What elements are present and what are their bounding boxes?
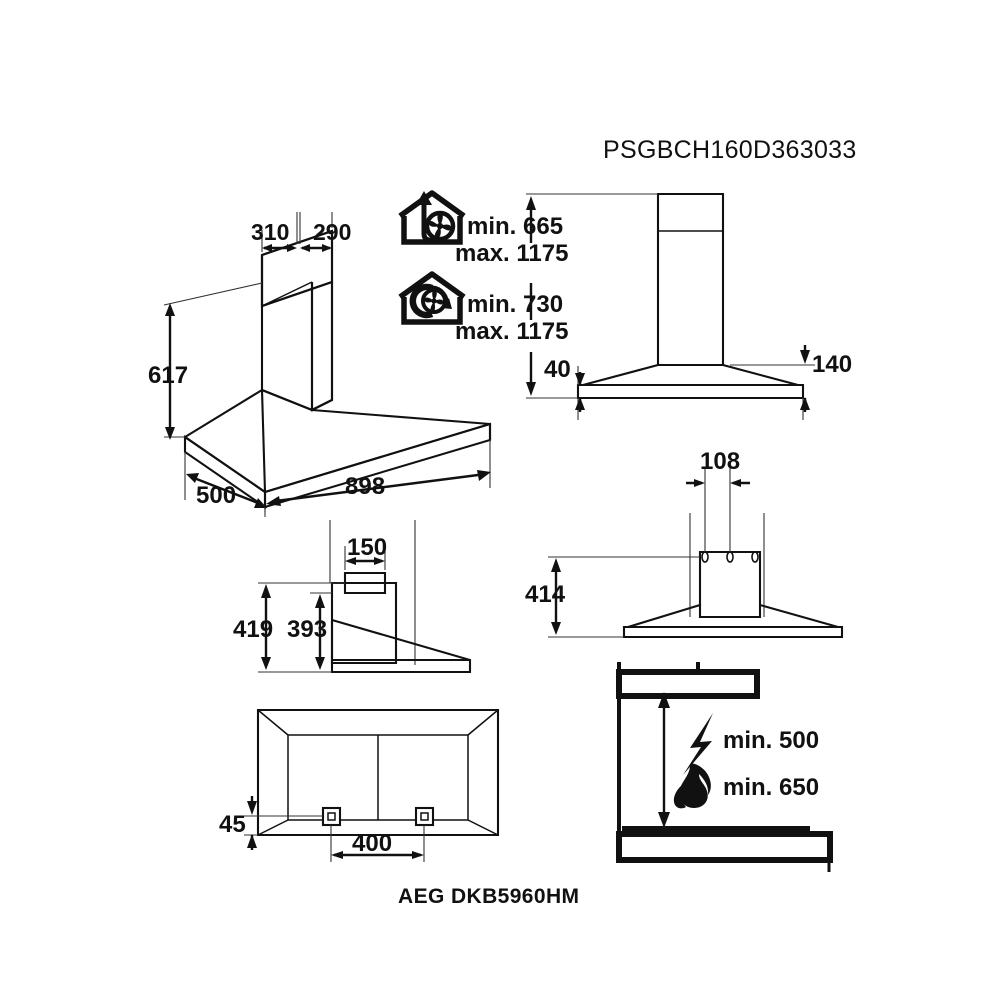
bottom-mount-hole-right (420, 812, 429, 821)
ducted-max-label: max. 1175 (455, 240, 568, 267)
flame-icon (673, 763, 711, 809)
dim-label-chimney-top-depth: 290 (313, 219, 351, 245)
drawing-code-label: PSGBCH160D363033 (603, 136, 857, 164)
clearance-gas-label: min. 650 (723, 774, 819, 801)
arrow-45-top (247, 801, 257, 815)
arrow-290-right (322, 244, 332, 252)
isometric-perspective-view: 310 290 617 500 898 (148, 212, 492, 517)
arrow-419-top (261, 584, 271, 598)
arrow-clearance-top (658, 692, 670, 708)
ext-line-617 (163, 282, 263, 438)
arrow-150-right (374, 557, 385, 565)
wallmount-chimney-guides (689, 513, 765, 617)
ext-line-898 (264, 440, 491, 512)
dim-label-chimney-depth: 150 (347, 534, 387, 561)
arrow-393-top (315, 594, 325, 608)
dim-label-canopy-depth: 500 (196, 482, 236, 509)
arrow-414-top (551, 558, 561, 572)
arrow-310-left (262, 244, 272, 252)
side-canopy-wedge (330, 618, 472, 674)
ext-line-414 (548, 556, 700, 638)
dim-label-height-to-canopy-top: 393 (287, 616, 327, 643)
bottom-mount-point-right (414, 806, 435, 827)
arrow-40-top (575, 373, 585, 386)
ext-line-400 (330, 825, 425, 862)
arrow-400-left (331, 851, 343, 859)
arrow-clearance-bottom (658, 812, 670, 828)
arrow-290-left (300, 244, 310, 252)
front-elevation-view: 40 140 (526, 192, 852, 420)
wallmount-canopy-slab (622, 625, 844, 639)
ext-line-108 (704, 468, 731, 552)
recirculation-max-label: max. 1175 (455, 318, 568, 345)
side-chimney-top (343, 571, 387, 595)
dim-label-mount-point-spacing: 400 (352, 830, 392, 857)
model-name-label: AEG DKB5960HM (398, 885, 579, 908)
house-extraction-fan-icon (398, 190, 466, 245)
dim-label-height-to-chimney-top: 419 (233, 616, 273, 643)
dim-label-bracket-hole-spacing: 108 (700, 448, 740, 475)
arrow-400-right (412, 851, 424, 859)
bottom-corner-bevels (257, 709, 499, 836)
arrow-310-right (287, 244, 297, 252)
arrow-40-bottom (575, 397, 585, 410)
arrow-140-bottom (800, 397, 810, 410)
dim-label-bracket-height: 414 (525, 581, 566, 608)
canopy-front-corner-edge (260, 389, 267, 493)
arrow-414-bottom (551, 622, 561, 635)
dimline-500 (193, 476, 259, 505)
arrow-500-right (254, 498, 267, 508)
arrow-898-left (266, 496, 281, 506)
bottom-plan-view: 45 400 (219, 708, 500, 862)
arrow-108-right (730, 479, 741, 487)
arrow-140-top (800, 350, 810, 364)
arrow-617-bottom (165, 427, 175, 440)
arrow-500-left (186, 473, 199, 483)
recirculation-min-label: min. 730 (467, 291, 563, 318)
ext-lines-mode-heights (526, 193, 658, 399)
lightning-bolt-icon (683, 713, 713, 775)
arrow-150-left (345, 557, 356, 565)
canopy-top-edge (261, 389, 313, 411)
arrow-mode-height-top (526, 196, 536, 210)
dim-label-canopy-base-height: 40 (544, 356, 571, 383)
arrow-45-bottom (247, 834, 257, 848)
dim-label-canopy-width: 898 (345, 473, 385, 500)
arrow-898-right (477, 470, 491, 481)
ext-line-310 (261, 212, 298, 252)
dim-label-overall-height: 617 (148, 362, 188, 389)
ext-line-393 (310, 592, 332, 673)
dim-label-filter-frame-offset: 45 (219, 811, 246, 838)
installation-mode-legend: min. 665 max. 1175 min. 730 max. 1175 (398, 190, 568, 345)
chimney-seam (261, 281, 313, 307)
clearance-electric-label: min. 500 (723, 727, 819, 754)
ext-line-290 (299, 212, 333, 244)
dimline-898 (275, 473, 479, 503)
house-recirculation-fan-icon (398, 271, 466, 325)
arrow-393-bottom (315, 657, 325, 670)
bottom-mount-hole-left (327, 812, 336, 821)
ducted-min-label: min. 665 (467, 213, 563, 240)
dim-label-chimney-top-width: 310 (251, 219, 289, 245)
wall-bracket-plate (698, 550, 762, 619)
arrow-mode-height-bottom (526, 382, 536, 396)
arrow-419-bottom (261, 657, 271, 670)
ext-line-150 (344, 546, 386, 570)
bottom-mount-point-left (321, 806, 342, 827)
arrow-617-top (165, 303, 175, 316)
side-elevation-view: 150 419 393 (233, 520, 472, 674)
arrow-108-left (694, 479, 705, 487)
wall-mounting-rear-view: 108 414 (525, 448, 844, 639)
dim-label-canopy-total-height: 140 (812, 351, 852, 378)
hob-clearance-diagram: min. 500 min. 650 (616, 662, 833, 872)
